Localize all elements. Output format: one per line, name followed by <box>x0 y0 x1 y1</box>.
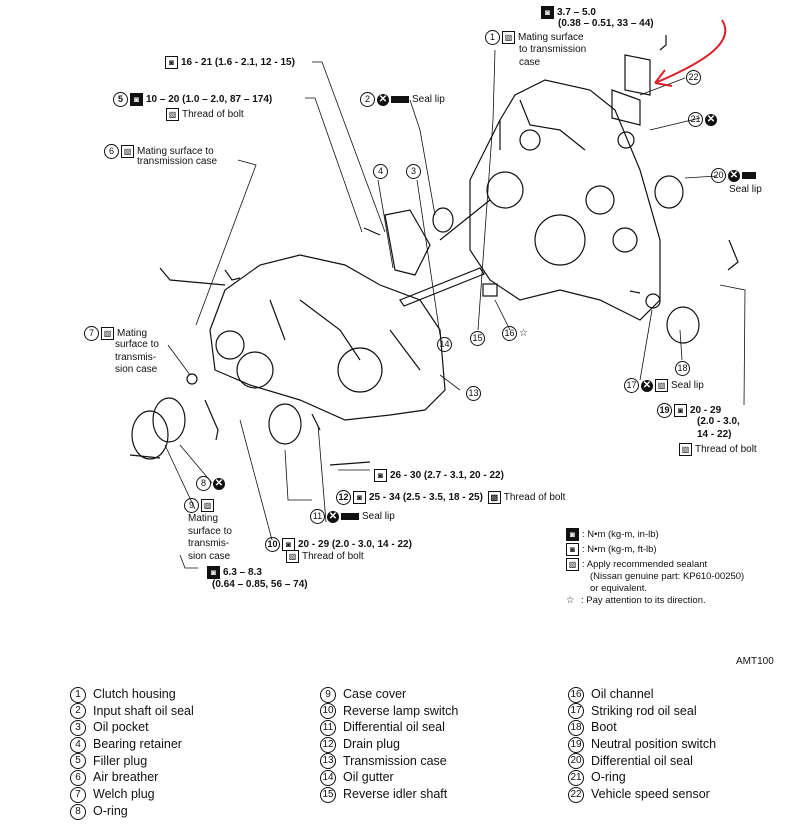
callout-2: 2✕Seal lip <box>360 92 445 107</box>
key-direction: : Pay attention to its direction. <box>581 595 706 607</box>
torque-spec-5: 5◙10 – 20 (1.0 – 2.0, 87 – 174) <box>113 92 272 107</box>
clutch-housing-shape <box>469 79 661 321</box>
callout-8: 8✕ <box>196 476 227 491</box>
callout-5-thread: ▧Thread of bolt <box>166 108 244 121</box>
callout-6-line2: transmission case <box>137 156 218 167</box>
torque-spec-22: ◙3.7 – 5.0 <box>541 6 596 19</box>
torque-spec-19-line3: 14 - 22) <box>697 429 732 440</box>
callout-20: 20✕ <box>711 168 759 183</box>
callout-1-line2: to transmission <box>519 44 587 55</box>
callout-7-line4: sion case <box>115 364 158 375</box>
torque-spec-9: ◙6.3 – 8.3 <box>207 566 262 579</box>
callout-22: 22 <box>686 70 703 85</box>
key-nm-ft: : N•m (kg-m, ft-lb) <box>582 544 657 556</box>
callout-9-line2: surface to <box>188 526 232 537</box>
callout-3: 3 <box>406 164 423 179</box>
callout-13: 13 <box>466 386 483 401</box>
callout-19-thread: ▧Thread of bolt <box>679 443 757 456</box>
key-sealant-part: (Nissan genuine part: KP610-00250) <box>590 571 745 583</box>
callout-21: 21✕ <box>688 112 719 127</box>
symbol-key: ◙: N•m (kg-m, in-lb) ◙: N•m (kg-m, ft-lb… <box>566 528 745 607</box>
key-sealant: : Apply recommended sealant <box>582 559 708 571</box>
callout-17: 17✕▧Seal lip <box>624 378 704 393</box>
callout-7-line3: transmis- <box>115 352 157 363</box>
exploded-view-drawing <box>129 19 746 569</box>
key-sealant-equiv: or equivalent. <box>590 583 648 595</box>
callout-16: 16☆ <box>502 326 528 341</box>
callout-9-line1: Mating <box>188 513 219 524</box>
callout-11: 11✕Seal lip <box>310 509 395 524</box>
transmission-case-shape <box>209 254 446 421</box>
callout-15: 15 <box>470 331 487 346</box>
callout-14: 14 <box>437 337 454 352</box>
torque-spec-9-sub: (0.64 – 0.85, 56 – 74) <box>212 579 308 590</box>
torque-spec-19-line2: (2.0 - 3.0, <box>697 416 740 427</box>
torque-spec-drain-bolt: ◙26 - 30 (2.7 - 3.1, 20 - 22) <box>374 469 504 482</box>
torque-spec-12: 12◙25 - 34 (2.5 - 3.5, 18 - 25) ▧Thread … <box>336 490 565 505</box>
callout-9: 9▧ <box>184 498 217 513</box>
callout-9-line3: transmis- <box>188 538 230 549</box>
torque-spec-19: 19◙20 - 29 <box>657 403 721 418</box>
torque-spec-10: 10◙20 - 29 (2.0 - 3.0, 14 - 22) <box>265 537 412 552</box>
callout-1: 1▧Mating surface <box>485 30 584 45</box>
callout-7-line2: surface to <box>115 339 159 350</box>
figure-code: AMT100 <box>736 656 774 667</box>
callout-18: 18 <box>675 361 692 376</box>
torque-spec-22-sub: (0.38 – 0.51, 33 – 44) <box>558 18 654 29</box>
key-nm-in: : N•m (kg-m, in-lb) <box>582 529 659 541</box>
callout-10-thread: ▧Thread of bolt <box>286 550 364 563</box>
red-annotation-arrow <box>654 19 727 87</box>
callout-9-line4: sion case <box>188 551 231 562</box>
callout-6: 6▧Mating surface to <box>104 144 214 159</box>
torque-spec-4: ◙16 - 21 (1.6 - 2.1, 12 - 15) <box>165 56 295 69</box>
callout-1-line3: case <box>519 57 541 68</box>
callout-4: 4 <box>373 164 390 179</box>
callout-20-seal-lip: Seal lip <box>729 184 762 195</box>
callout-7: 7▧Mating <box>84 326 147 341</box>
